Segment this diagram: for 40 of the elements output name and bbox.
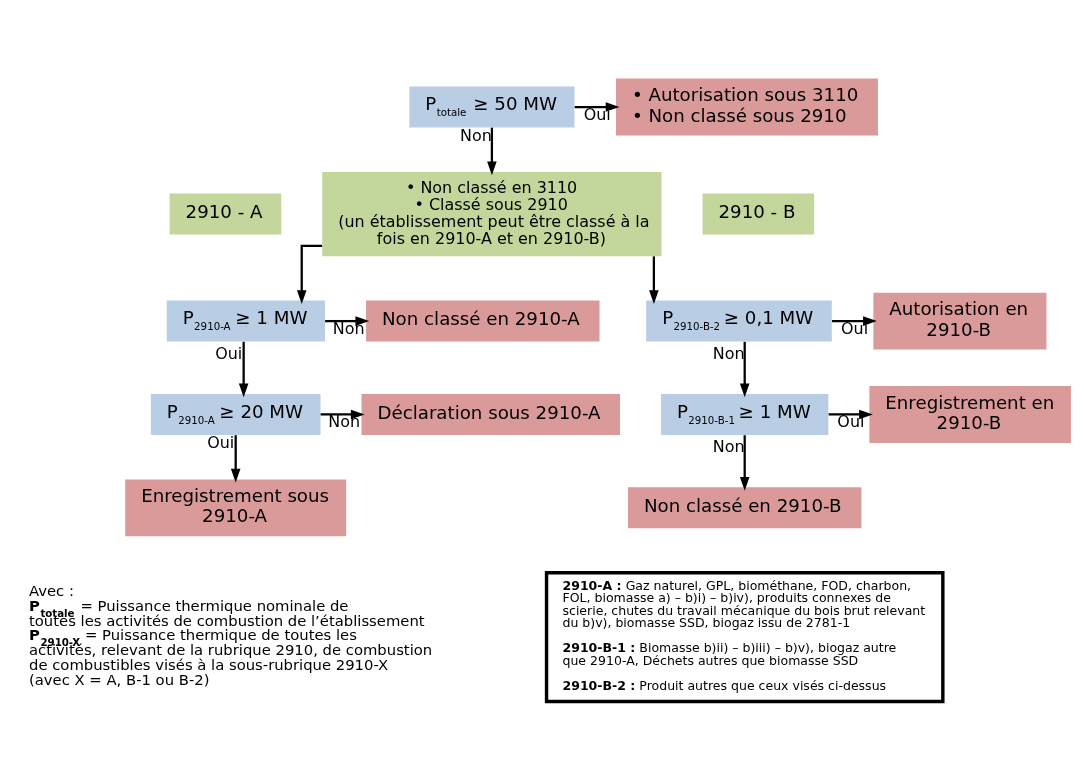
arrow: [832, 316, 877, 326]
label: Avec :: [29, 582, 74, 599]
node-box: • Autorisation sous 3110 • Non classé sous 2910: [616, 78, 878, 136]
edge-label: Non: [328, 412, 361, 432]
node-box: P$_{2910-A}$ ≥ 20 MW: [150, 394, 321, 435]
node-box: 2910 - B: [702, 193, 815, 235]
node-box: Enregistrement en 2910-B: [869, 386, 1071, 443]
edge-label: Non: [332, 318, 365, 338]
arrow: [320, 409, 365, 420]
node-box: 2910 - A: [169, 193, 282, 235]
arrow: [325, 316, 370, 326]
node-box: P$_{2910-B-1}$ ≥ 1 MW: [661, 394, 829, 435]
arrow: [296, 244, 323, 305]
node-box: Enregistrement sous 2910-A: [125, 479, 347, 537]
node-box: P$_{totale}$ ≥ 50 MW: [409, 86, 575, 128]
edge-label: Oui: [207, 433, 235, 453]
edge-label: Oui: [583, 104, 611, 124]
node-box: P$_{2910-B-2}$ ≥ 0,1 MW: [646, 300, 832, 342]
edge-label: Non: [460, 125, 492, 145]
node-box: Non classé en 2910-A: [366, 300, 600, 342]
edge-label: Non: [712, 343, 745, 363]
arrow: [574, 102, 620, 112]
node-box: P$_{2910-A}$ ≥ 1 MW: [166, 300, 326, 342]
arrow: [649, 256, 659, 304]
edge-label: Oui: [215, 343, 243, 363]
arrow: [230, 435, 241, 483]
label: P$_{totale}$ = Puissance thermique nominale de toutes les activités de combustion de l’établissement: [29, 596, 425, 629]
arrow: [828, 409, 873, 420]
node-box: Autorisation en 2910-B: [873, 292, 1047, 350]
edge-label: Oui: [841, 318, 869, 338]
node-box: • Non classé en 3110 • Classé sous 2910 (un établissement peut être classé à la fois en 2910-A et en 2910-B): [322, 171, 662, 257]
edge-label: Non: [712, 437, 745, 457]
arrow: [238, 341, 249, 398]
node-box: Non classé en 2910-B: [627, 487, 862, 529]
arrow: [739, 341, 750, 398]
arrow: [487, 127, 497, 176]
edge-label: Oui: [837, 412, 865, 432]
arrow: [739, 435, 750, 491]
node-box: 2910-A : Gaz naturel, GPL, biométhane, FOD, charbon, FOL, biomasse a) – b)i) – b)iv), produits connexes de scierie, chutes du travail mécanique du bois brut relevant du b)v), biomasse SSD, biogaz issu de 2781-1 2910-B-1 : Biomasse b)ii) – b)iii) – b)v), biogaz autre que 2910-A, Déchets autres que biomasse SSD 2910-B-2 : Produit autres que ceux visés ci-dessus: [544, 571, 945, 704]
node-box: Déclaration sous 2910-A: [361, 394, 620, 435]
